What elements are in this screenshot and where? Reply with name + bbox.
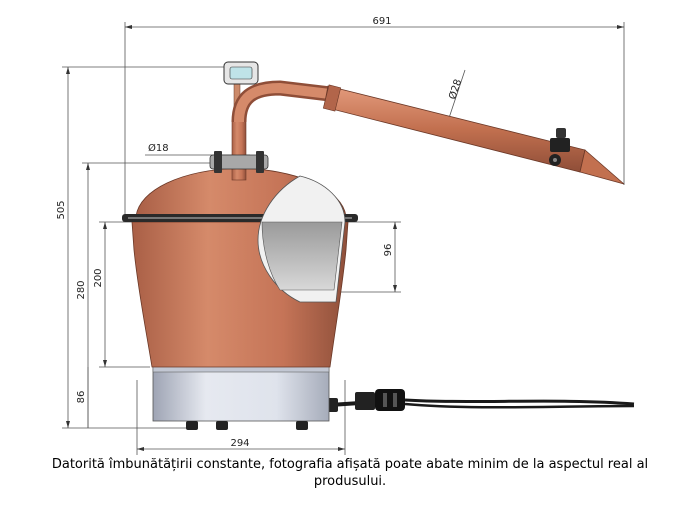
disclaimer-caption: Datorită îmbunătățirii constante, fotogr… [51,457,649,489]
swan-neck-pipe [231,80,331,123]
thermometer-icon [223,61,259,85]
dim-base-width: 294 [230,438,249,449]
valve-icon [549,128,570,166]
dim-base-height: 86 [76,391,87,404]
dim-pipe-diameter: Ø28 [446,78,464,101]
dim-column-diameter: Ø18 [148,142,169,154]
still-technical-drawing: 691 505 280 200 86 96 294 Ø18 Ø28 [56,16,635,455]
dim-upper-height: 200 [93,268,104,287]
dim-body-height: 280 [76,280,87,299]
dim-overall-height: 505 [56,200,67,219]
dim-overall-width: 691 [372,16,391,27]
plug [318,389,405,412]
clamp [209,151,269,173]
heater-base [152,365,330,430]
condenser-pipe [322,84,625,185]
dim-window-height: 96 [383,244,394,257]
sight-window [257,175,346,303]
